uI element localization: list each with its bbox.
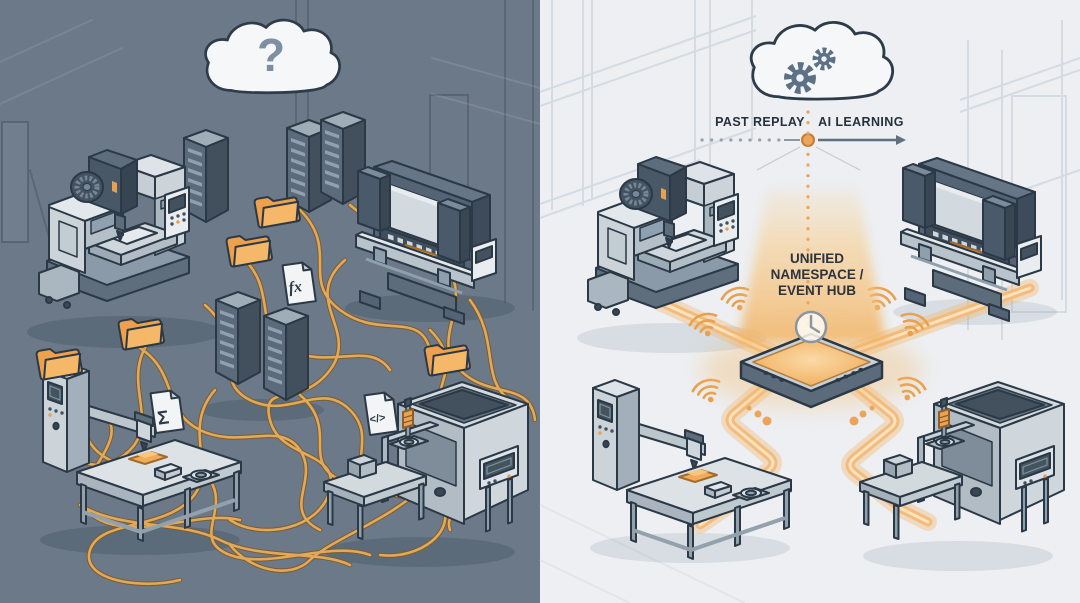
hub-platform bbox=[739, 332, 884, 409]
server-rack bbox=[263, 307, 309, 401]
cloud-question-mark: ? bbox=[256, 29, 286, 81]
left-scene-before: fx Σ </> bbox=[0, 0, 541, 603]
server-rack bbox=[215, 291, 261, 385]
past-replay-label: PAST REPLAY bbox=[715, 115, 805, 129]
right-scene-after bbox=[539, 0, 1080, 603]
code-doc-icon: </> bbox=[363, 390, 399, 437]
sigma-doc-icon: Σ bbox=[149, 388, 185, 435]
hub-connector-dots bbox=[763, 367, 864, 382]
timeline bbox=[700, 110, 906, 332]
clock-icon bbox=[794, 310, 828, 344]
svg-text:fx: fx bbox=[288, 278, 304, 297]
data-flow-dots bbox=[746, 405, 875, 426]
ai-learning-label: AI LEARNING bbox=[818, 115, 904, 129]
hub-glow bbox=[701, 190, 921, 408]
server-rack bbox=[183, 129, 229, 223]
svg-text:</>: </> bbox=[369, 412, 386, 426]
gear-icon bbox=[815, 50, 832, 67]
fx-doc-icon: fx bbox=[281, 260, 317, 307]
unified-namespace-hub-label: UNIFIED NAMESPACE / EVENT HUB bbox=[770, 251, 864, 299]
svg-text:Σ: Σ bbox=[156, 407, 170, 429]
gear-icon bbox=[788, 66, 812, 90]
